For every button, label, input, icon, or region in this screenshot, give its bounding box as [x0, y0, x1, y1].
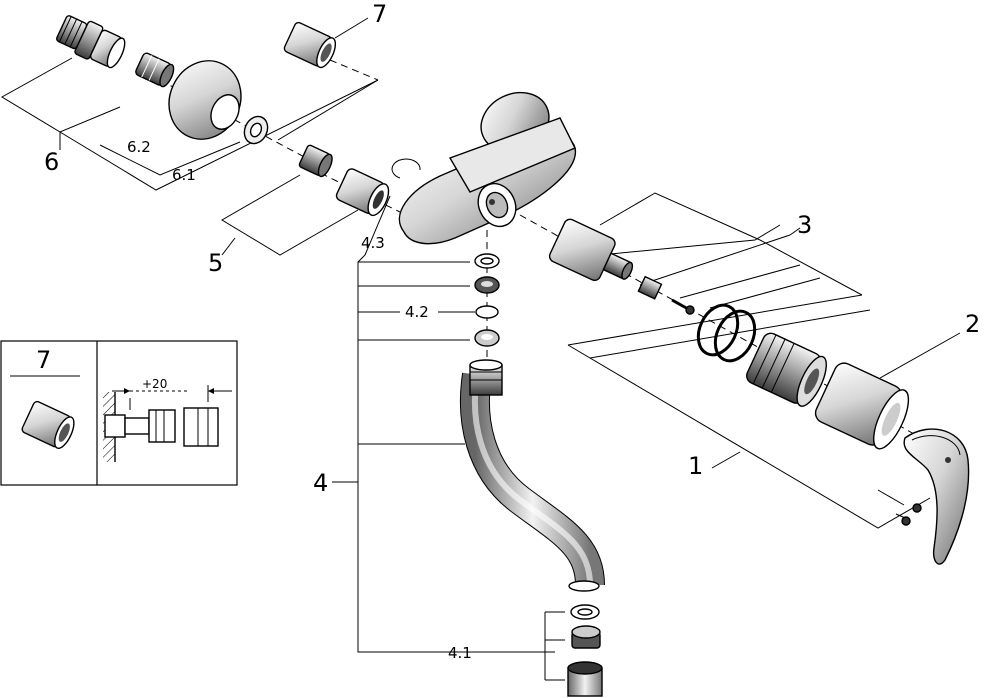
part-4-spout	[460, 359, 605, 592]
mixer-body	[398, 91, 576, 245]
callout-6: 6	[44, 148, 59, 176]
callout-7: 7	[372, 0, 387, 28]
callout-4-3: 4.3	[361, 234, 385, 252]
part-5-nut	[335, 168, 390, 217]
part-7-extension	[283, 21, 337, 69]
callout-4-1: 4.1	[448, 644, 472, 662]
part-3-cartridge	[548, 218, 634, 282]
part-5-nipple	[298, 144, 333, 178]
part-6-2-cartridge-insert	[135, 52, 175, 88]
part-4-ring-1	[474, 253, 500, 269]
inset-part-7	[21, 400, 75, 449]
callout-4-2: 4.2	[405, 303, 429, 321]
inset-dimension: +20	[142, 377, 167, 391]
callout-6-1: 6.1	[172, 166, 196, 184]
inset-install-drawing: +20	[103, 377, 232, 462]
part-6-adapter	[56, 15, 126, 69]
part-2-cap	[814, 362, 910, 450]
callout-6-2: 6.2	[127, 138, 151, 156]
part-6-1-washer	[243, 115, 269, 145]
callout-2: 2	[965, 310, 980, 338]
callout-4: 4	[313, 469, 328, 497]
part-3-orings	[696, 303, 757, 363]
inset-panel: 7 +20	[0, 340, 238, 486]
part-3-screw	[671, 298, 695, 315]
leader-lines	[1, 17, 961, 681]
part-4-ring-3	[474, 329, 500, 347]
part-6-rosette	[168, 60, 242, 140]
inset-title: 7	[36, 346, 51, 374]
part-3-adapter	[637, 275, 663, 300]
part-4-1-aerator-set	[567, 604, 603, 697]
part-1-lever	[903, 428, 970, 565]
part-4-2-oring	[475, 305, 499, 319]
part-1-screws	[901, 503, 922, 526]
part-4-ring-2	[474, 276, 500, 294]
part-3-bushing	[746, 332, 827, 407]
callout-1: 1	[688, 452, 703, 480]
callout-5: 5	[208, 249, 223, 277]
callout-3: 3	[797, 211, 812, 239]
part-4-3-clip	[391, 158, 421, 179]
